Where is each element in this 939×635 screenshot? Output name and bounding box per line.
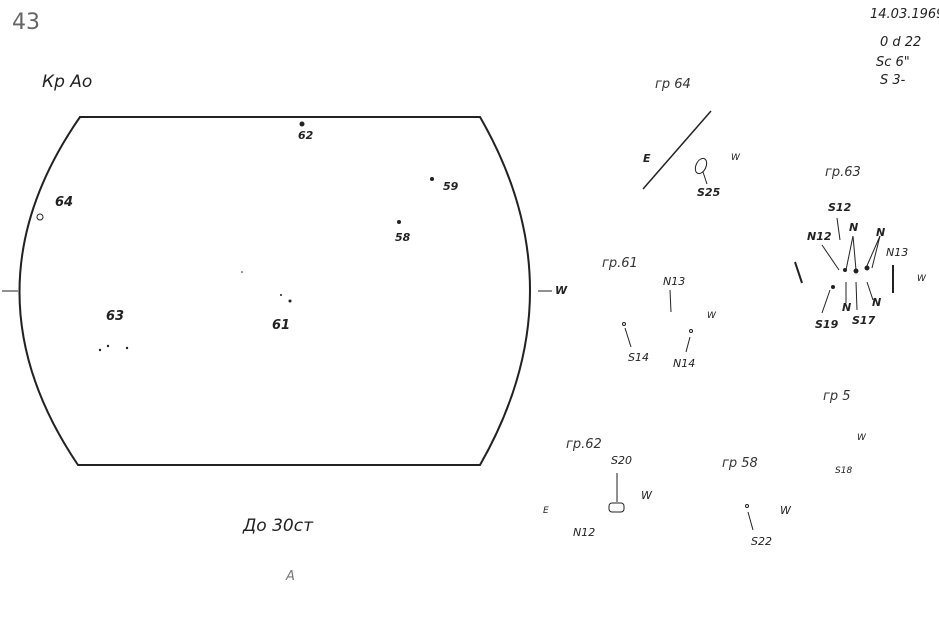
group-58-title: гр 58 bbox=[722, 456, 758, 471]
group-61-drawing bbox=[622, 289, 693, 353]
group-61-title: гр.61 bbox=[602, 256, 638, 271]
spot-label: S22 bbox=[751, 535, 772, 548]
group-64-drawing bbox=[642, 110, 712, 190]
spot-label: S20 bbox=[611, 454, 632, 467]
spot-label: S19 bbox=[815, 318, 839, 331]
spot-label: 64 bbox=[55, 195, 74, 210]
s-value: S 3- bbox=[880, 73, 906, 88]
spot-label: N14 bbox=[673, 357, 696, 370]
group-63-title: гр.63 bbox=[825, 165, 861, 180]
spot-label: N13 bbox=[663, 275, 686, 288]
page-number: 43 bbox=[12, 10, 40, 35]
solar-disk-outline bbox=[18, 116, 531, 466]
footer-mark: А bbox=[286, 569, 295, 584]
spot-label: 59 bbox=[443, 180, 459, 193]
west-label: W bbox=[731, 153, 740, 163]
spot-label: S12 bbox=[828, 201, 852, 214]
spot-label: N12 bbox=[573, 526, 596, 539]
west-label: W bbox=[641, 489, 652, 502]
spot-label: N bbox=[842, 301, 852, 314]
west-label: W bbox=[857, 433, 866, 443]
group-64-title: гр 64 bbox=[655, 77, 691, 92]
spot-label: N bbox=[872, 296, 882, 309]
disk-spots bbox=[36, 121, 434, 352]
observation-time: 0 d 22 bbox=[880, 35, 922, 50]
footer-note: До 30ст bbox=[243, 516, 313, 536]
west-label: W bbox=[917, 274, 926, 284]
group-62-title: гр.62 bbox=[566, 437, 602, 452]
disk-label: Кр Ао bbox=[42, 72, 93, 92]
group-5-title: гр 5 bbox=[823, 389, 851, 404]
spot-label: 61 bbox=[272, 318, 291, 333]
east-label: E bbox=[543, 506, 549, 516]
group-63-drawing bbox=[794, 217, 894, 314]
west-label: W bbox=[707, 311, 716, 321]
observation-date: 14.03.1969 bbox=[870, 7, 939, 22]
spot-label: 63 bbox=[106, 309, 125, 324]
spot-label: N13 bbox=[886, 246, 909, 259]
disk-west-label: W bbox=[555, 284, 568, 297]
spot-label: S17 bbox=[852, 314, 876, 327]
spot-label: 58 bbox=[395, 231, 411, 244]
spot-label: S25 bbox=[697, 186, 721, 199]
spot-label: N bbox=[849, 221, 859, 234]
spot-label: N12 bbox=[807, 230, 832, 243]
spot-label: S14 bbox=[628, 351, 649, 364]
west-label: W bbox=[780, 504, 791, 517]
east-label: E bbox=[643, 152, 651, 165]
group-62-58-drawing bbox=[608, 473, 754, 531]
spot-label: N bbox=[876, 226, 886, 239]
spot-label: 62 bbox=[298, 129, 314, 142]
seeing-value: Sc 6" bbox=[876, 55, 910, 70]
spot-label: S18 bbox=[835, 466, 853, 476]
